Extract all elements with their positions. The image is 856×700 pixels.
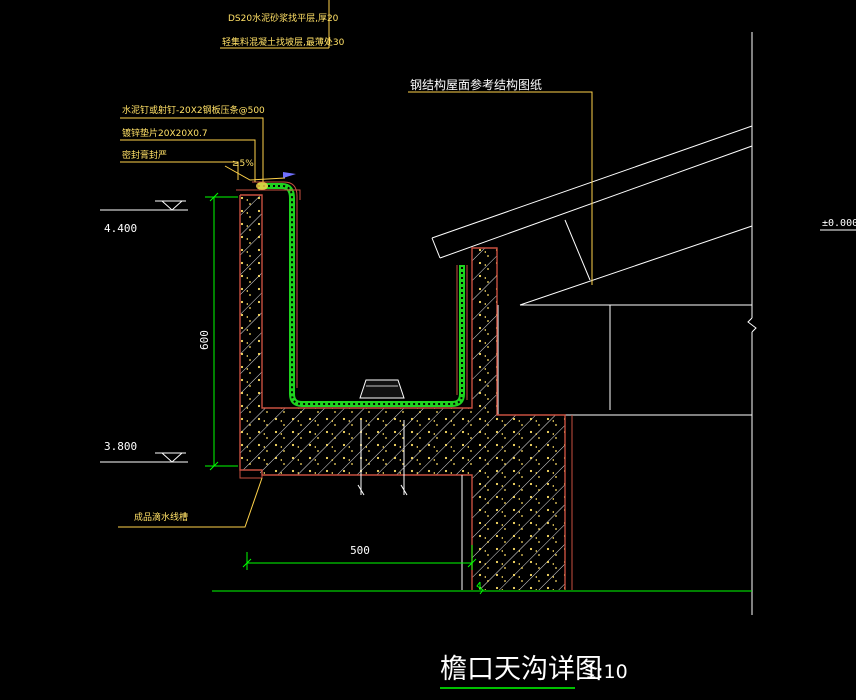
dimension-width (242, 545, 477, 570)
parapet-cap (236, 182, 301, 200)
note-sealant: 密封膏封严 (122, 149, 167, 161)
break-symbol (476, 581, 484, 595)
note-slope: ≥5% (232, 159, 254, 169)
drain-pipes (357, 420, 408, 496)
gutter-outlet (359, 379, 405, 399)
elevation-datum-text: ±0.000 (822, 218, 856, 229)
elevation-mark-upper (100, 200, 188, 211)
top-leader (220, 0, 330, 49)
dimension-height-text: 600 (198, 330, 211, 350)
drawing-title: 檐口天沟详图 (440, 654, 602, 685)
note-fixing-strip: 水泥钉或射钉-20X2钢板压条@500 (122, 104, 265, 116)
elevation-lower-text: 3.800 (104, 440, 137, 453)
note-steel-roof: 钢结构屋面参考结构图纸 (410, 77, 542, 92)
concrete-gutter (239, 190, 573, 590)
note-galvanized-washer: 镀锌垫片20X20X0.7 (122, 127, 208, 139)
drawing-scale: 1:10 (585, 661, 628, 683)
drip-groove (239, 470, 263, 479)
note-lightweight-fill: 轻集料混凝土找坡层,最薄处30 (222, 36, 345, 48)
dimension-width-text: 500 (350, 544, 370, 557)
dimension-height (205, 192, 238, 471)
waterproof-membrane (252, 181, 468, 407)
elevation-mark-lower (100, 452, 188, 463)
elevation-upper-text: 4.400 (104, 222, 137, 235)
slope-arrow-icon (283, 172, 296, 178)
note-ds20-screed: DS20水泥砂浆找平层,厚20 (228, 12, 339, 24)
note-drip-groove: 成品滴水线槽 (134, 511, 188, 523)
leader-lines (118, 91, 593, 528)
